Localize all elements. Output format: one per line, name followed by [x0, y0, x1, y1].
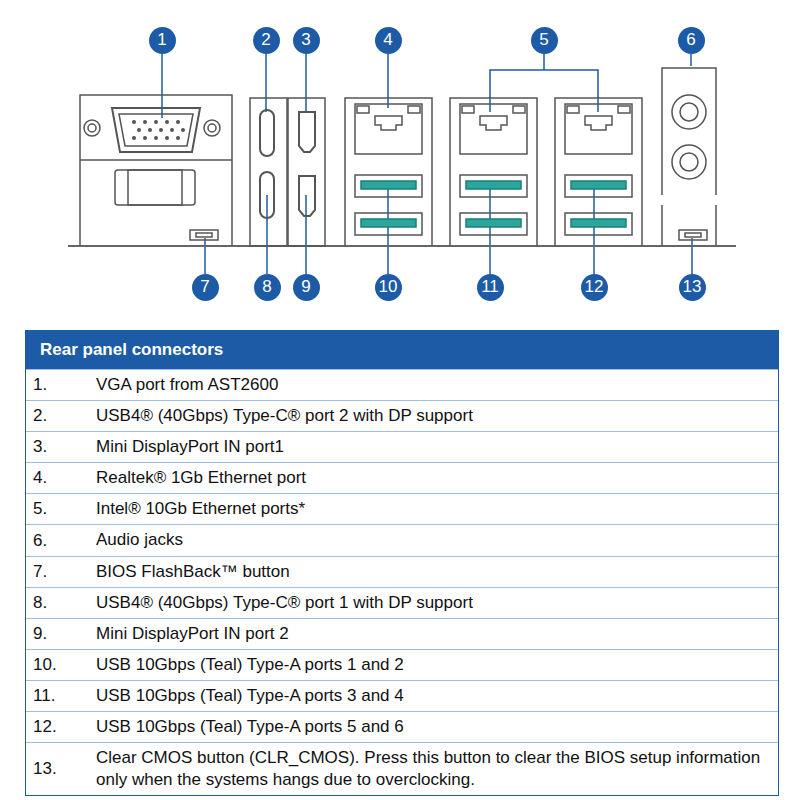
- row-number: 12.: [26, 717, 88, 737]
- table-row: 6.Audio jacks: [26, 524, 778, 555]
- row-description: USB 10Gbps (Teal) Type-A ports 5 and 6: [88, 712, 778, 742]
- row-number: 1.: [26, 375, 88, 395]
- table-row: 13.Clear CMOS button (CLR_CMOS). Press t…: [26, 742, 778, 795]
- callout-circle: 4: [375, 27, 402, 54]
- callout-number: 3: [301, 30, 310, 50]
- row-number: 7.: [26, 562, 88, 582]
- callout-circle: 6: [678, 27, 705, 54]
- callout-circle: 12: [581, 274, 608, 301]
- row-number: 8.: [26, 593, 88, 613]
- row-description: Clear CMOS button (CLR_CMOS). Press this…: [88, 743, 778, 795]
- callout-number: 7: [200, 277, 209, 297]
- callout-number: 2: [261, 30, 270, 50]
- callout-circle: 1: [149, 27, 176, 54]
- row-description: Realtek® 1Gb Ethernet port: [88, 463, 778, 493]
- callout-number: 6: [686, 30, 695, 50]
- callout-circle: 8: [254, 274, 281, 301]
- row-description: BIOS FlashBack™ button: [88, 557, 778, 587]
- row-number: 9.: [26, 624, 88, 644]
- table-row: 4.Realtek® 1Gb Ethernet port: [26, 462, 778, 493]
- callout-circle: 10: [375, 274, 402, 301]
- callout-circle: 2: [253, 27, 280, 54]
- row-description: USB4® (40Gbps) Type-C® port 2 with DP su…: [88, 401, 778, 431]
- callout-circle: 3: [293, 27, 320, 54]
- table-row: 1.VGA port from AST2600: [26, 369, 778, 400]
- table-row: 5.Intel® 10Gb Ethernet ports*: [26, 493, 778, 524]
- row-description: Mini DisplayPort IN port1: [88, 432, 778, 462]
- callout-number: 8: [262, 277, 271, 297]
- table-row: 9.Mini DisplayPort IN port 2: [26, 618, 778, 649]
- row-description: Mini DisplayPort IN port 2: [88, 619, 778, 649]
- table-row: 2.USB4® (40Gbps) Type-C® port 2 with DP …: [26, 400, 778, 431]
- table-row: 8.USB4® (40Gbps) Type-C® port 1 with DP …: [26, 587, 778, 618]
- row-description: Intel® 10Gb Ethernet ports*: [88, 494, 778, 524]
- table-row: 10.USB 10Gbps (Teal) Type-A ports 1 and …: [26, 649, 778, 680]
- row-number: 3.: [26, 437, 88, 457]
- table-title: Rear panel connectors: [40, 340, 223, 359]
- row-description: USB 10Gbps (Teal) Type-A ports 3 and 4: [88, 681, 778, 711]
- callout-circle: 7: [192, 274, 219, 301]
- table-row: 7.BIOS FlashBack™ button: [26, 556, 778, 587]
- callout-number: 11: [481, 277, 499, 297]
- row-description: Audio jacks: [88, 525, 778, 555]
- row-number: 10.: [26, 655, 88, 675]
- row-number: 4.: [26, 468, 88, 488]
- callout-number: 4: [383, 30, 392, 50]
- row-number: 6.: [26, 531, 88, 551]
- table-header: Rear panel connectors: [26, 331, 778, 369]
- callout-circle: 5: [531, 27, 558, 54]
- row-number: 2.: [26, 406, 88, 426]
- row-number: 5.: [26, 499, 88, 519]
- table-row: 12.USB 10Gbps (Teal) Type-A ports 5 and …: [26, 711, 778, 742]
- callout-number: 9: [301, 277, 310, 297]
- callout-number: 10: [379, 277, 398, 297]
- callout-circle: 9: [293, 274, 320, 301]
- callout-circle: 11: [477, 274, 504, 301]
- callout-number: 1: [157, 30, 166, 50]
- callout-number: 12: [585, 277, 604, 297]
- callout-number: 5: [539, 30, 548, 50]
- connector-table: Rear panel connectors 1.VGA port from AS…: [25, 330, 779, 796]
- table-row: 11.USB 10Gbps (Teal) Type-A ports 3 and …: [26, 680, 778, 711]
- row-description: USB 10Gbps (Teal) Type-A ports 1 and 2: [88, 650, 778, 680]
- table-row: 3.Mini DisplayPort IN port1: [26, 431, 778, 462]
- row-description: USB4® (40Gbps) Type-C® port 1 with DP su…: [88, 588, 778, 618]
- row-number: 13.: [26, 759, 88, 779]
- callout-number: 13: [683, 277, 702, 297]
- row-description: VGA port from AST2600: [88, 370, 778, 400]
- callout-circle: 13: [679, 274, 706, 301]
- row-number: 11.: [26, 686, 88, 706]
